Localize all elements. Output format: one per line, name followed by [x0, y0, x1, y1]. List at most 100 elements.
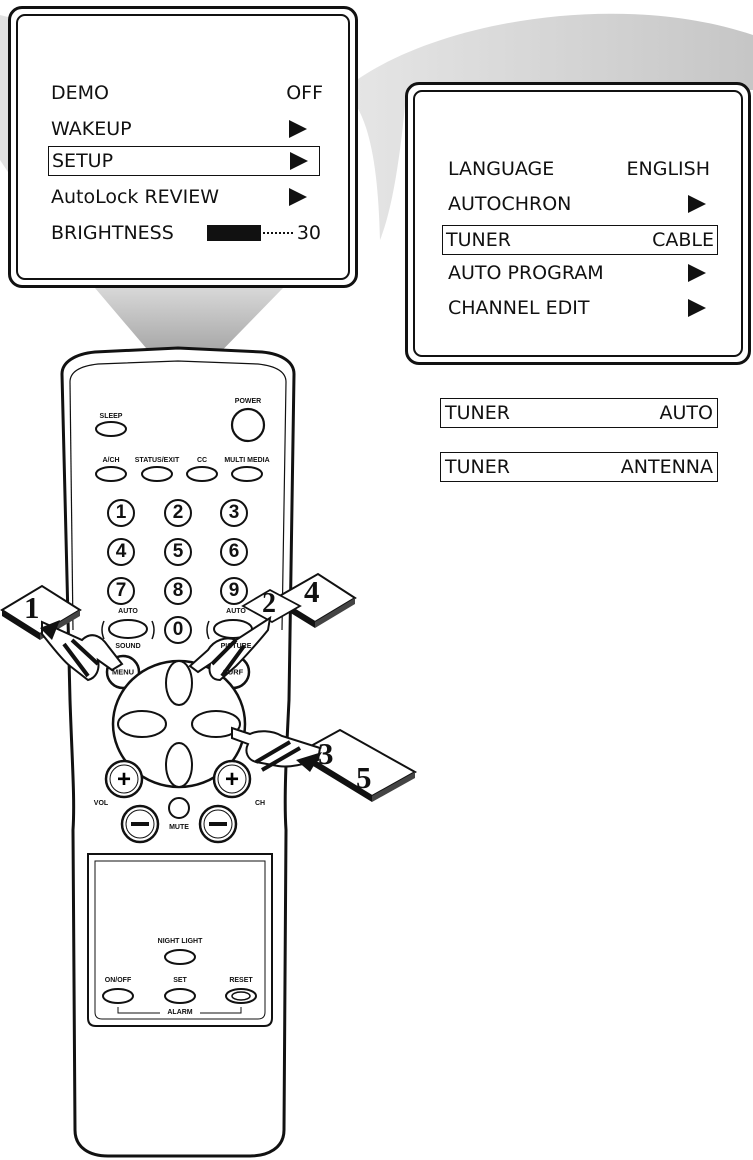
right-arrow-icon	[688, 195, 706, 213]
step-3-number: 3	[318, 736, 334, 771]
surf-button-label: SURF	[222, 667, 244, 677]
setup-menu-screen	[405, 82, 751, 365]
vol-up-icon: +	[117, 766, 131, 793]
menu-item-label: TUNER	[446, 229, 511, 251]
night-light-button[interactable]	[164, 949, 196, 965]
menu-item-label: SETUP	[52, 150, 114, 172]
tuner-option-value: ANTENNA	[620, 456, 713, 478]
status-exit-label: STATUS/EXIT	[134, 457, 180, 464]
setup-menu-item-autochron[interactable]: AUTOCHRON	[445, 189, 709, 219]
main-menu-item-wakeup[interactable]: WAKEUP	[48, 114, 310, 144]
auto-picture-label-top: AUTO	[226, 608, 246, 615]
setup-menu-item-channel-edit[interactable]: CHANNEL EDIT	[445, 293, 709, 323]
transition-beam-arc	[343, 13, 753, 240]
auto-sound-label-top: AUTO	[118, 608, 138, 615]
vol-down-icon	[131, 822, 149, 826]
sleep-button[interactable]	[95, 421, 127, 437]
auto-picture-label-bottom: PICTURE	[220, 643, 252, 650]
reset-label: RESET	[229, 977, 253, 984]
ch-up-icon: +	[225, 766, 239, 793]
main-menu-item-autolock-review[interactable]: AutoLock REVIEW	[48, 182, 310, 212]
pointing-hand-2-icon	[188, 615, 272, 682]
alarm-panel	[87, 853, 273, 1027]
auto-sound-button[interactable]	[108, 619, 148, 639]
ach-button[interactable]	[95, 466, 127, 482]
tuner-option-label: TUNER	[445, 456, 510, 478]
digit-7-button[interactable]: 7	[107, 577, 135, 605]
main-menu-screen-inner	[16, 14, 350, 280]
right-arrow-icon	[289, 120, 307, 138]
tuner-option-auto: TUNER AUTO	[440, 398, 718, 428]
on-off-button[interactable]	[102, 988, 134, 1004]
tuner-option-label: TUNER	[445, 402, 510, 424]
cc-label: CC	[196, 457, 208, 464]
setup-menu-screen-inner	[413, 90, 743, 357]
pointing-hand-1-icon	[40, 620, 124, 682]
main-menu-item-setup[interactable]: SETUP	[48, 146, 320, 176]
step-plaque-3-5	[298, 728, 418, 802]
set-label: SET	[173, 977, 187, 984]
brightness-track	[262, 232, 293, 234]
power-button[interactable]	[230, 407, 266, 443]
main-menu-screen	[8, 6, 358, 288]
menu-item-label: WAKEUP	[51, 118, 132, 140]
auto-sound-label-bottom: SOUND	[115, 643, 141, 650]
brightness-value: 30	[296, 222, 321, 244]
menu-item-value: OFF	[286, 82, 323, 104]
digit-8-button[interactable]: 8	[164, 577, 192, 605]
menu-item-label: AUTOCHRON	[448, 193, 572, 215]
status-exit-button[interactable]	[141, 466, 173, 482]
digit-5-button[interactable]: 5	[164, 538, 192, 566]
right-arrow-icon	[688, 299, 706, 317]
mute-label: MUTE	[169, 824, 189, 831]
cc-button[interactable]	[186, 466, 218, 482]
menu-item-label: AUTO PROGRAM	[448, 262, 604, 284]
menu-button-label: MENU	[111, 667, 135, 677]
menu-item-value: ENGLISH	[626, 158, 710, 180]
multi-media-button[interactable]	[231, 466, 263, 482]
right-arrow-icon	[290, 152, 308, 170]
menu-item-label: CHANNEL EDIT	[448, 297, 590, 319]
nav-up-button[interactable]	[165, 660, 193, 706]
menu-item-label: LANGUAGE	[448, 158, 555, 180]
alarm-bracket	[117, 1007, 242, 1014]
remote-signal-beam	[95, 288, 283, 368]
on-off-label: ON/OFF	[104, 977, 132, 984]
digit-3-button[interactable]: 3	[220, 499, 248, 527]
ch-up-button[interactable]	[212, 759, 252, 799]
night-light-label: NIGHT LIGHT	[157, 938, 203, 945]
step-4-number: 4	[304, 574, 320, 609]
setup-menu-item-auto-program[interactable]: AUTO PROGRAM	[445, 258, 709, 288]
digit-9-button[interactable]: 9	[220, 577, 248, 605]
main-menu-item-demo[interactable]: DEMO OFF	[48, 78, 326, 108]
mute-button[interactable]	[168, 797, 190, 819]
ch-down-icon	[209, 822, 227, 826]
digit-1-button[interactable]: 1	[107, 499, 135, 527]
digit-6-button[interactable]: 6	[220, 538, 248, 566]
vol-up-button[interactable]	[104, 759, 144, 799]
digit-4-button[interactable]: 4	[107, 538, 135, 566]
right-arrow-icon	[688, 264, 706, 282]
ch-label: CH	[254, 800, 266, 807]
set-button[interactable]	[164, 988, 196, 1004]
digit-0-button[interactable]: 0	[164, 616, 192, 644]
step-5-number: 5	[356, 760, 372, 795]
setup-menu-item-tuner[interactable]: TUNER CABLE	[442, 225, 718, 255]
sleep-label: SLEEP	[99, 413, 123, 420]
nav-left-button[interactable]	[117, 710, 167, 738]
nav-right-button[interactable]	[191, 710, 241, 738]
setup-menu-item-language[interactable]: LANGUAGE ENGLISH	[445, 154, 713, 184]
alarm-label: ALARM	[167, 1009, 193, 1016]
menu-item-value: CABLE	[652, 229, 714, 251]
vol-label: VOL	[93, 800, 109, 807]
brightness-level-bar	[206, 225, 261, 241]
multi-media-label: MULTI MEDIA	[224, 457, 270, 464]
step-plaque-2	[241, 588, 302, 624]
right-arrow-icon	[289, 188, 307, 206]
nav-down-button[interactable]	[165, 742, 193, 788]
step-2-number: 2	[262, 588, 276, 619]
main-menu-item-brightness[interactable]: BRIGHTNESS 30	[48, 218, 324, 248]
reset-button[interactable]	[225, 988, 257, 1004]
digit-2-button[interactable]: 2	[164, 499, 192, 527]
